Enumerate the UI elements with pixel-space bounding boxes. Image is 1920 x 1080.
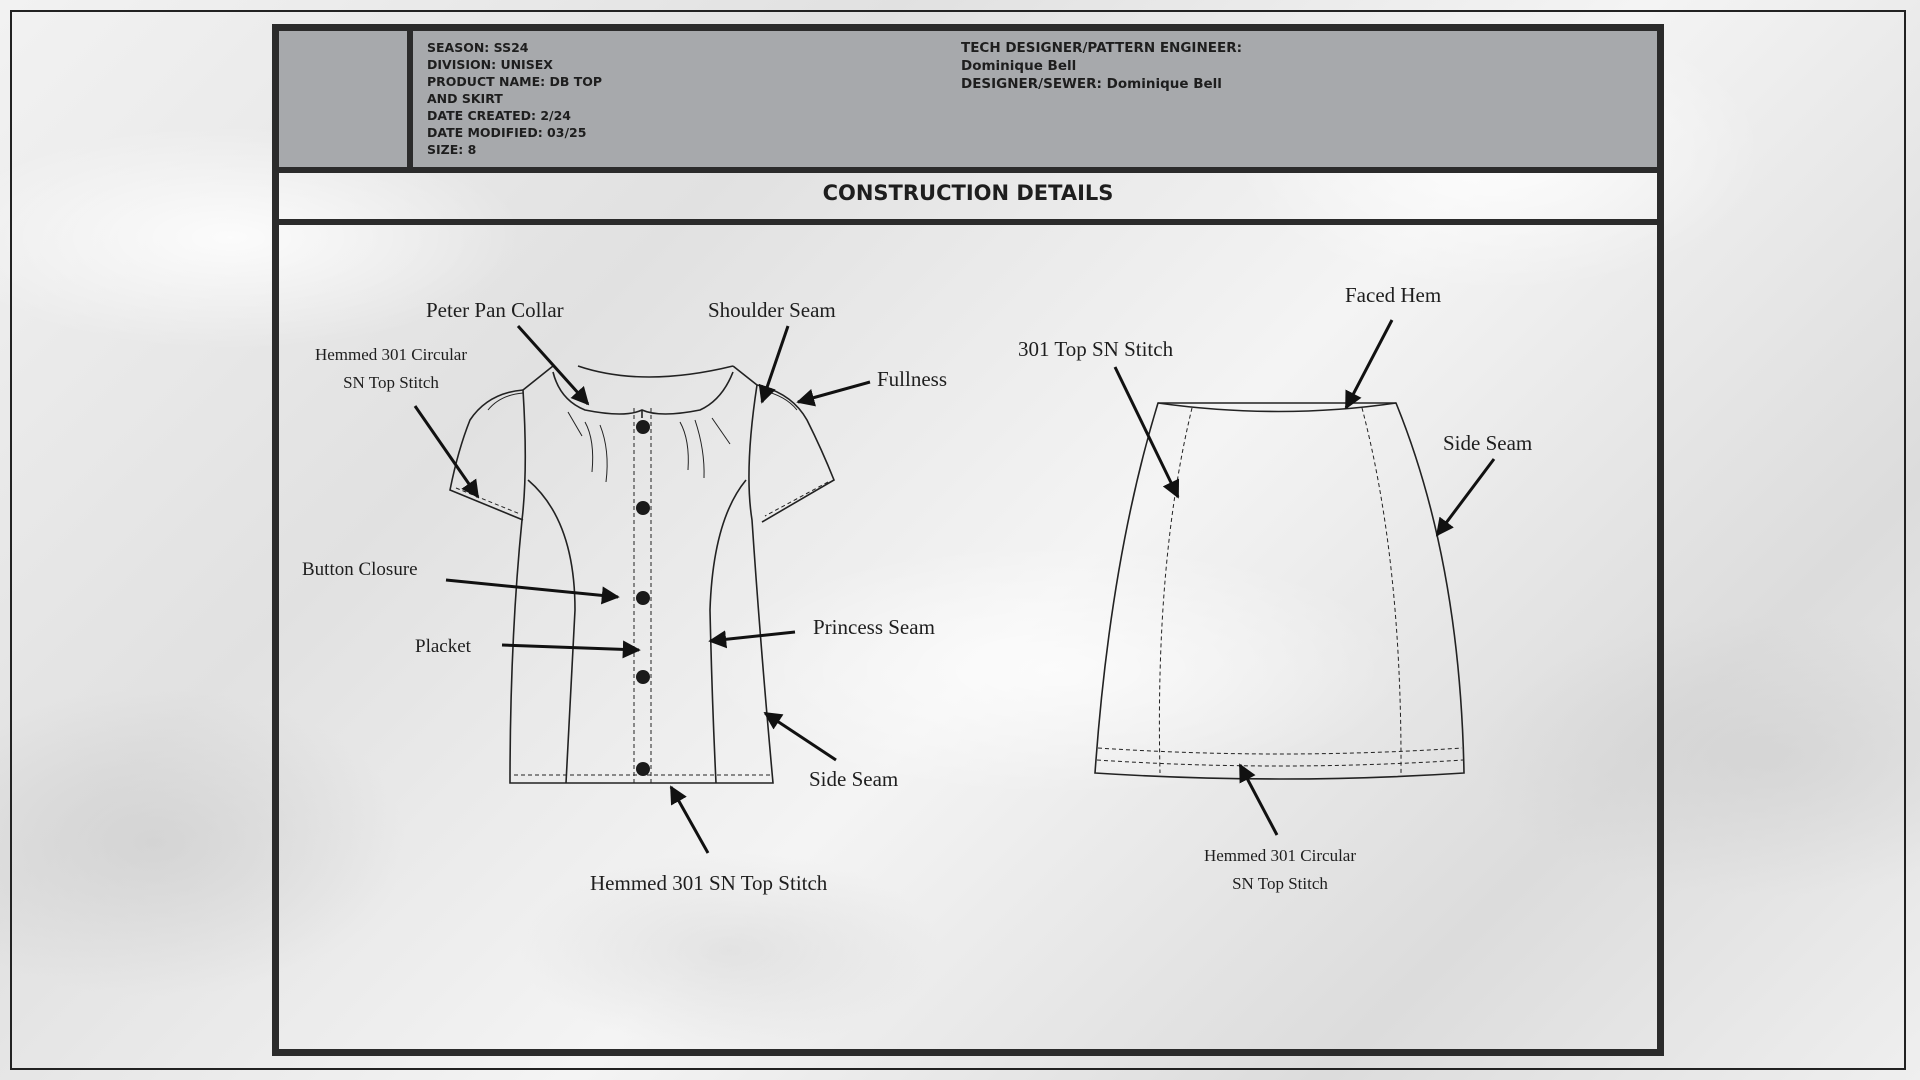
- label-placket: Placket: [415, 636, 472, 657]
- designer-credits: TECH DESIGNER/PATTERN ENGINEER: Dominiqu…: [961, 39, 1361, 93]
- season: SEASON: SS24: [427, 40, 529, 55]
- label-side-seam: Side Seam: [809, 767, 898, 791]
- skirt-hem-stitch-1: [1097, 747, 1463, 755]
- label-hemmed-sleeve-1: Hemmed 301 Circular: [315, 345, 467, 364]
- skirt-right-panel-seam: [1361, 407, 1402, 774]
- logo-box: [279, 31, 413, 167]
- product-meta: SEASON: SS24 DIVISION: UNISEX PRODUCT NA…: [427, 39, 647, 158]
- product-name: PRODUCT NAME: DB TOP: [427, 74, 603, 89]
- label-skirt-hemmed-2: SN Top Stitch: [1232, 874, 1328, 893]
- button: [636, 670, 650, 684]
- skirt-waistband: [1157, 402, 1397, 413]
- tech-designer-name: Dominique Bell: [961, 58, 1077, 74]
- label-hemmed-sleeve-2: SN Top Stitch: [343, 373, 439, 392]
- label-skirt-side-seam: Side Seam: [1443, 431, 1532, 455]
- label-peter-pan-collar: Peter Pan Collar: [426, 298, 564, 322]
- right-sleeve: [756, 384, 835, 523]
- tech-pack-sheet: SEASON: SS24 DIVISION: UNISEX PRODUCT NA…: [272, 24, 1664, 1056]
- date-created: DATE CREATED: 2/24: [427, 108, 571, 123]
- skirt-hem-stitch-2: [1096, 759, 1464, 767]
- page-title: CONSTRUCTION DETAILS: [822, 181, 1114, 205]
- skirt-callouts: [1113, 319, 1496, 836]
- left-sleeve: [449, 389, 524, 521]
- designer-sewer: DESIGNER/SEWER: Dominique Bell: [961, 76, 1222, 92]
- button: [636, 420, 650, 434]
- skirt-outline: [1094, 402, 1465, 780]
- blouse-labels: Peter Pan Collar Shoulder Seam Hemmed 30…: [302, 298, 947, 895]
- left-princess-seam: [527, 479, 576, 784]
- blouse-callouts: [413, 324, 871, 854]
- label-hemmed-top: Hemmed 301 SN Top Stitch: [590, 871, 828, 895]
- size: SIZE: 8: [427, 142, 477, 157]
- blouse-body-outline: [509, 365, 774, 784]
- tech-designer-label: TECH DESIGNER/PATTERN ENGINEER:: [961, 40, 1242, 56]
- blouse-buttons: [636, 420, 650, 776]
- label-princess-seam: Princess Seam: [813, 615, 935, 639]
- product-name-cont: AND SKIRT: [427, 91, 503, 106]
- right-princess-seam: [709, 479, 747, 784]
- blouse-neckline: [577, 365, 734, 378]
- label-skirt-hemmed-1: Hemmed 301 Circular: [1204, 846, 1356, 865]
- label-skirt-top-stitch: 301 Top SN Stitch: [1018, 337, 1174, 361]
- spec-header: SEASON: SS24 DIVISION: UNISEX PRODUCT NA…: [279, 31, 1657, 173]
- skirt-labels: 301 Top SN Stitch Faced Hem Side Seam He…: [1018, 283, 1532, 893]
- blouse-flat-sketch: [449, 365, 835, 784]
- skirt-flat-sketch: [1094, 402, 1465, 780]
- label-fullness: Fullness: [877, 367, 947, 391]
- label-shoulder-seam: Shoulder Seam: [708, 298, 836, 322]
- skirt-left-panel-seam: [1158, 407, 1193, 774]
- button: [636, 591, 650, 605]
- button: [636, 762, 650, 776]
- button: [636, 501, 650, 515]
- label-button-closure: Button Closure: [302, 559, 418, 580]
- title-bar: CONSTRUCTION DETAILS: [279, 173, 1657, 225]
- division: DIVISION: UNISEX: [427, 57, 553, 72]
- date-modified: DATE MODIFIED: 03/25: [427, 125, 587, 140]
- label-faced-hem: Faced Hem: [1345, 283, 1441, 307]
